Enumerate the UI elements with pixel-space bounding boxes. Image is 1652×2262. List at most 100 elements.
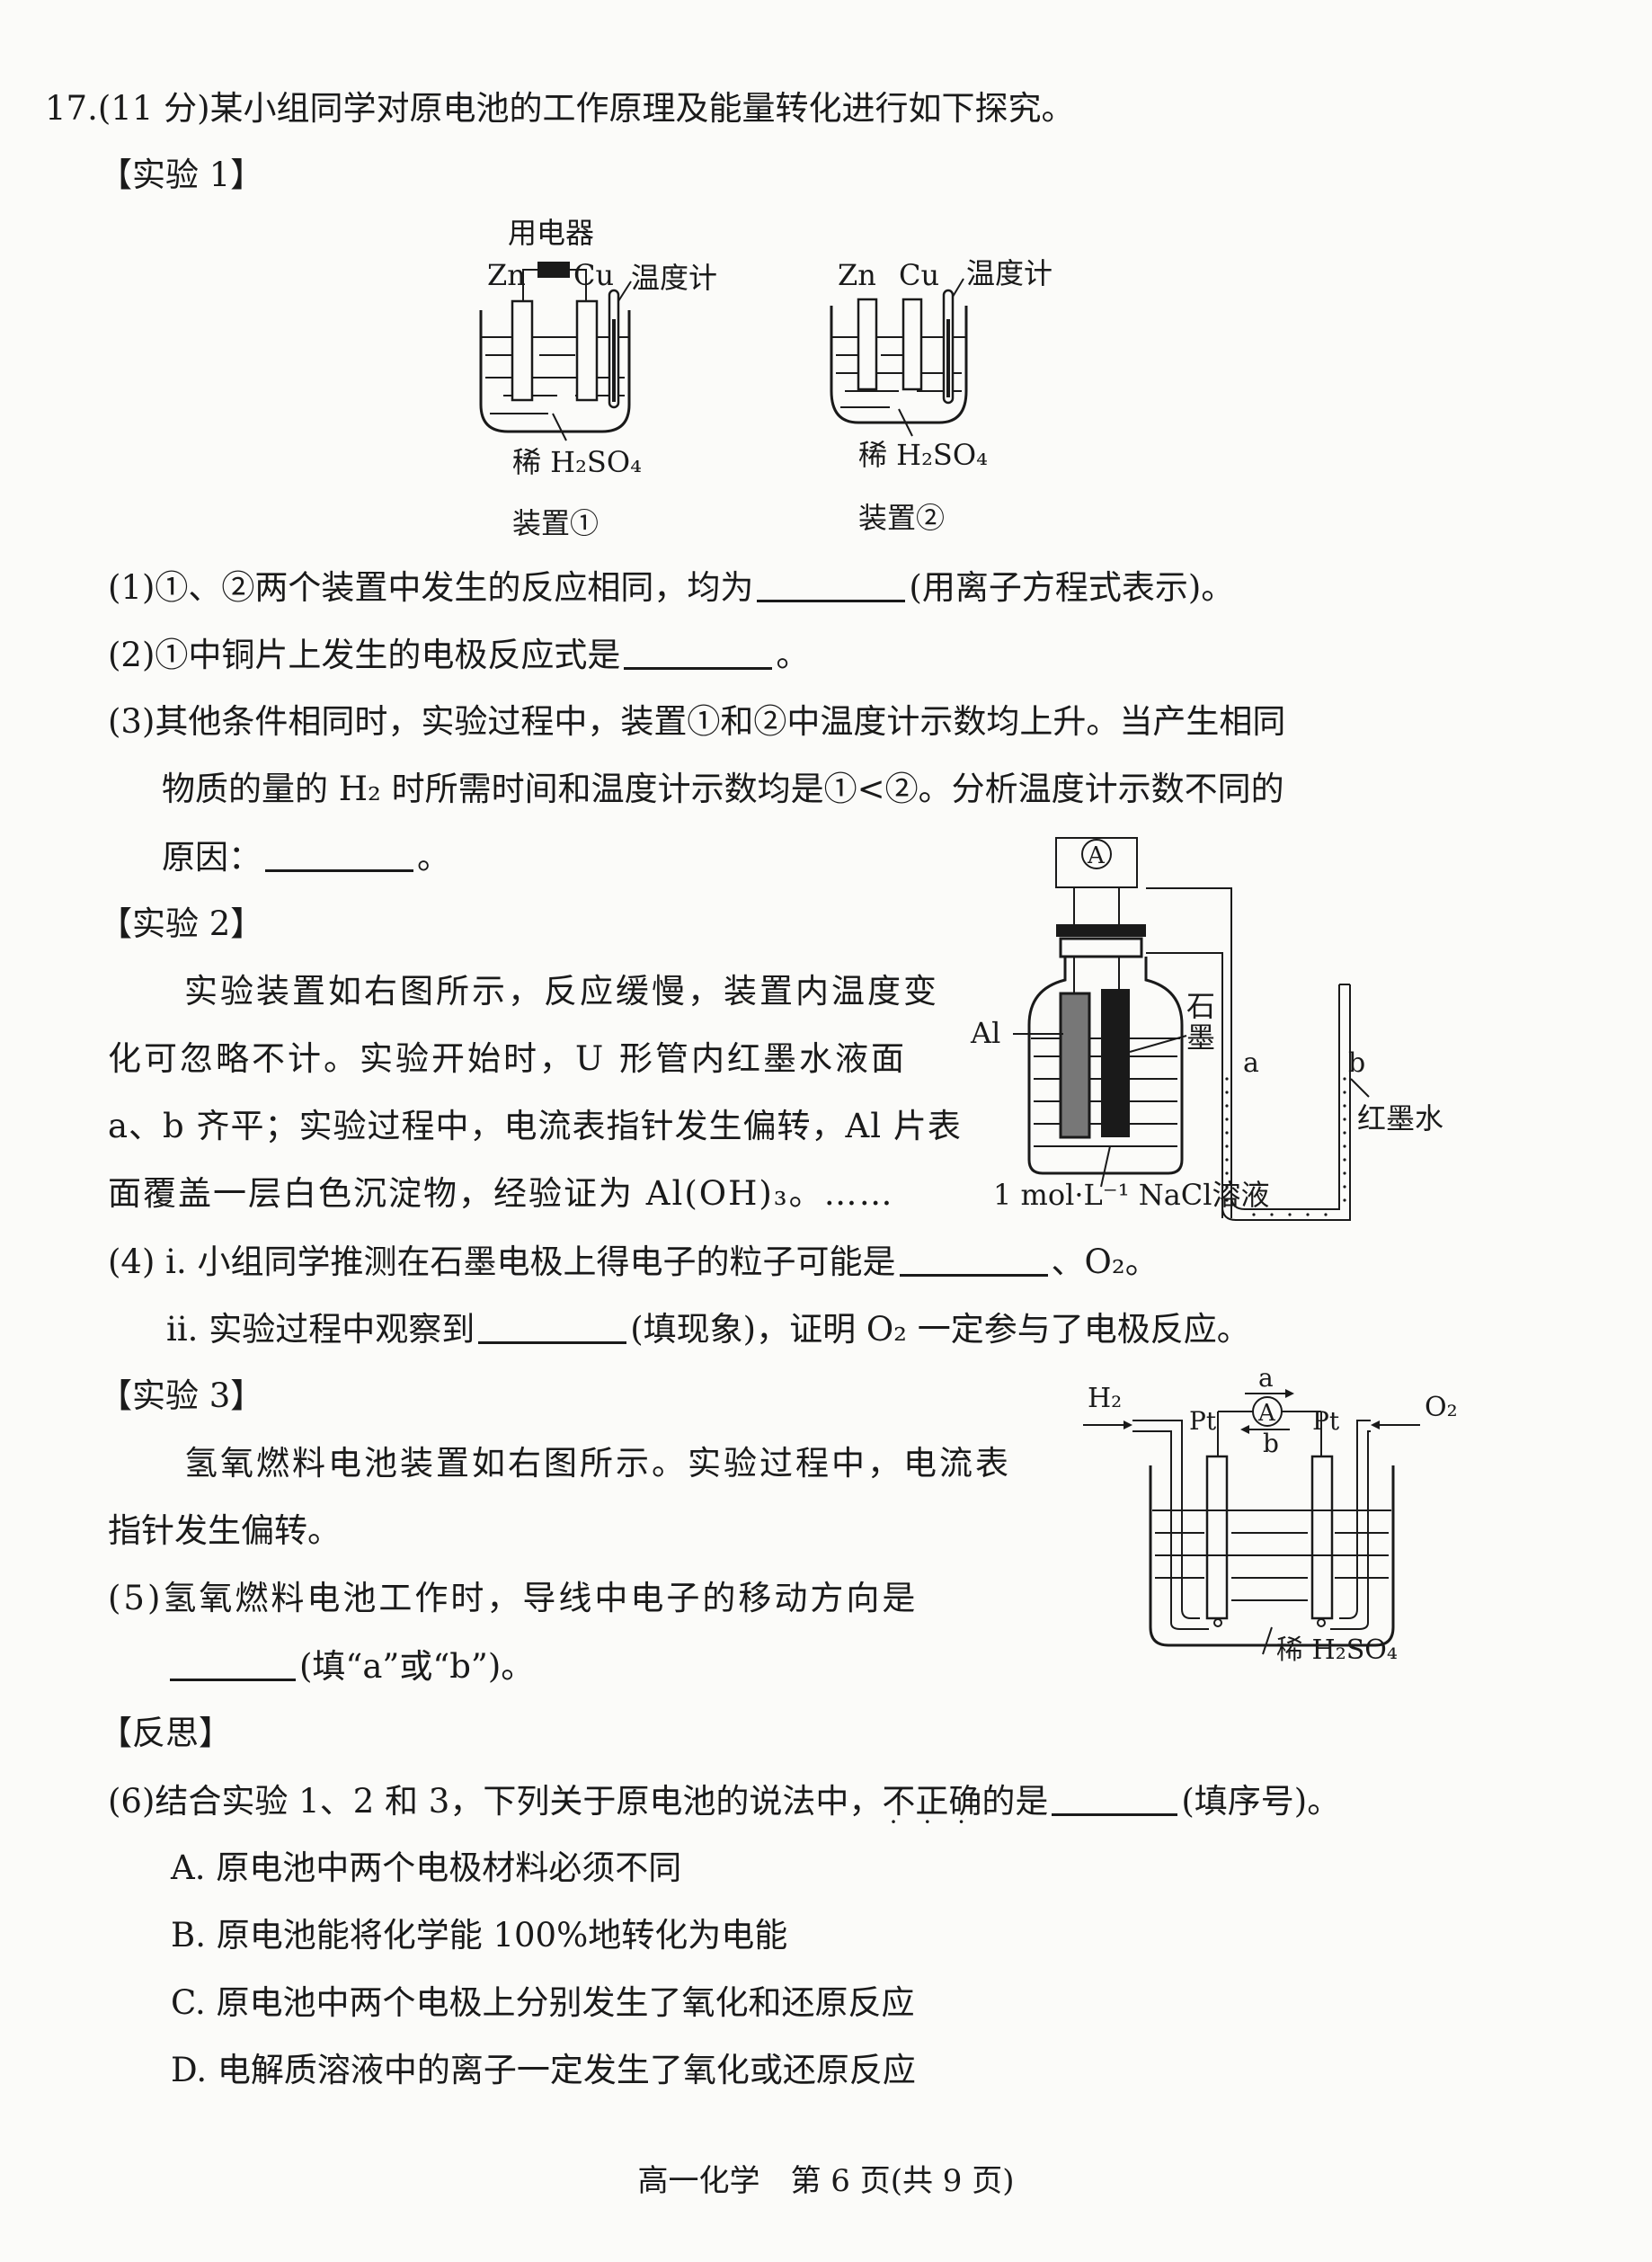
al-electrode [1059, 992, 1091, 1139]
pt-left-electrode [1205, 1455, 1229, 1620]
exp2-line2: 化可忽略不计。实验开始时，U 形管内红墨水液面 [108, 1039, 907, 1078]
q2-answer-blank[interactable] [624, 634, 773, 670]
al-label: Al [970, 1016, 1000, 1050]
zn2-label: Zn [838, 258, 876, 292]
nacl-label: 1 mol·L⁻¹ NaCl溶液 [993, 1178, 1270, 1212]
q3-suffix: 。 [417, 838, 450, 877]
q4-i-text: (4) ⅰ. 小组同学推测在石墨电极上得电子的粒子可能是 [108, 1242, 896, 1281]
q6-text: (6)结合实验 1、2 和 3，下列关于原电池的说法中， [108, 1782, 883, 1821]
q4-i-line: (4) ⅰ. 小组同学推测在石墨电极上得电子的粒子可能是 、O₂。 [108, 1241, 1159, 1283]
solution1-label: 稀 H₂SO₄ [512, 445, 642, 479]
direction-a-label: a [1258, 1363, 1274, 1393]
thermometer2-label: 温度计 [966, 256, 1052, 290]
question-intro: (11 分)某小组同学对原电池的工作原理及能量转化进行如下探究。 [97, 89, 1075, 128]
label-b: b [1348, 1047, 1365, 1079]
q2-text: (2)①中铜片上发生的电极反应式是 [108, 636, 621, 674]
q3-reason-label: 原因： [162, 838, 262, 877]
q1-line: (1)①、②两个装置中发生的反应相同，均为 (用离子方程式表示)。 [108, 566, 1234, 609]
cu2-electrode [901, 298, 923, 391]
page-footer: 高一化学 第 6 页(共 9 页) [637, 2163, 1015, 2199]
q4-ii-answer-blank[interactable] [478, 1308, 627, 1344]
question-number: 17. [45, 89, 98, 128]
beaker2 [830, 306, 968, 424]
q3-line1: (3)其他条件相同时，实验过程中，装置①和②中温度计示数均上升。当产生相同 [108, 702, 1286, 741]
device1-caption: 装置① [512, 506, 599, 540]
device1: 用电器 Zn Cu 温度计 稀 H₂SO₄ 装置① [479, 216, 717, 540]
exp3-line2: 指针发生偏转。 [108, 1511, 341, 1550]
wire-left [522, 269, 537, 301]
solution2-label: 稀 H₂SO₄ [858, 438, 988, 472]
stopper [1059, 937, 1143, 958]
q4-ii-suffix: (填现象)，证明 O₂ 一定参与了电极反应。 [630, 1310, 1250, 1349]
graphite-label-1: 石 [1186, 989, 1215, 1023]
q5-line1: (5)氢氧燃料电池工作时，导线中电子的移动方向是 [108, 1579, 919, 1617]
thermometer1-label: 温度计 [631, 261, 717, 295]
zn-label: Zn [487, 258, 526, 292]
q2-line: (2)①中铜片上发生的电极反应式是 。 [108, 634, 809, 676]
exp3-diagram: H₂ O₂ A a b Pt Pt 稀 H₂SO₄ [1083, 1363, 1458, 1666]
wire-right [570, 269, 587, 301]
graphite-label-2: 墨 [1186, 1020, 1215, 1055]
h2-label: H₂ [1088, 1383, 1122, 1414]
zn2-electrode [857, 298, 878, 391]
q6-suffix: (填序号)。 [1181, 1782, 1341, 1821]
q4-ii-line: ⅱ. 实验过程中观察到 (填现象)，证明 O₂ 一定参与了电极反应。 [166, 1308, 1250, 1350]
q6-answer-blank[interactable] [1052, 1780, 1178, 1816]
q4-i-answer-blank[interactable] [899, 1241, 1048, 1277]
exp3-heading: 【实验 3】 [99, 1376, 264, 1415]
q1-suffix: (用离子方程式表示)。 [909, 568, 1235, 607]
device2: Zn Cu 温度计 稀 H₂SO₄ 装置② [830, 256, 1052, 535]
beaker3 [1149, 1465, 1395, 1647]
q6-option-d: D. 电解质溶液中的离子一定发生了氧化或还原反应 [171, 2051, 916, 2089]
direction-b-label: b [1263, 1429, 1279, 1458]
exp1-heading: 【实验 1】 [99, 156, 264, 194]
q3-line3: 原因： 。 [162, 836, 450, 878]
q6-option-b: B. 原电池能将化学能 100%地转化为电能 [171, 1916, 788, 1955]
reflect-heading: 【反思】 [99, 1714, 232, 1752]
q6-line: (6)结合实验 1、2 和 3，下列关于原电池的说法中，不正确的是 (填序号)。 [108, 1780, 1340, 1822]
device2-caption: 装置② [858, 501, 945, 535]
q1-answer-blank[interactable] [757, 566, 906, 602]
q4-ii-text: ⅱ. 实验过程中观察到 [166, 1310, 475, 1349]
exp2-diagram: A Al 石 墨 a b 红墨水 1 mol·L⁻¹ NaCl溶液 [970, 837, 1443, 1221]
cu-electrode [575, 299, 599, 402]
stopper-top [1056, 924, 1146, 937]
question-line: 17.(11 分)某小组同学对原电池的工作原理及能量转化进行如下探究。 [45, 88, 1075, 129]
red-ink-label: 红墨水 [1357, 1101, 1443, 1135]
cu2-label: Cu [899, 258, 939, 292]
beaker1 [479, 310, 631, 433]
label-a: a [1243, 1047, 1259, 1079]
exp2-line4: 面覆盖一层白色沉淀物，经验证为 Al(OH)₃。…… [108, 1174, 894, 1213]
solution3-label: 稀 H₂SO₄ [1276, 1634, 1398, 1666]
ammeter-label: A [1087, 842, 1106, 869]
q1-text: (1)①、②两个装置中发生的反应相同，均为 [108, 568, 754, 607]
q2-suffix: 。 [776, 636, 810, 674]
zn-electrode [511, 299, 534, 402]
q5-suffix: (填“a”或“b”)。 [299, 1647, 535, 1686]
bottle [1027, 957, 1184, 1175]
appliance-label: 用电器 [508, 216, 594, 250]
q6-mid: 的是 [981, 1782, 1049, 1821]
q3-answer-blank[interactable] [265, 836, 413, 872]
q4-i-suffix: 、O₂。 [1051, 1242, 1159, 1281]
q6-option-a: A. 原电池中两个电极材料必须不同 [171, 1848, 682, 1887]
o2-label: O₂ [1425, 1392, 1458, 1423]
pt-left-label: Pt [1189, 1406, 1217, 1436]
pt-right-electrode [1310, 1455, 1334, 1620]
graphite-electrode [1101, 989, 1130, 1137]
ammeter-circle [1081, 839, 1112, 869]
exp2-heading: 【实验 2】 [99, 904, 264, 943]
ammeter3-label: A [1257, 1400, 1276, 1427]
ammeter-box [1055, 837, 1138, 888]
exp3-line1: 氢氧燃料电池装置如右图所示。实验过程中，电流表 [184, 1444, 1011, 1483]
exp1-diagram: 用电器 Zn Cu 温度计 稀 H₂SO₄ 装置① Zn Cu [479, 216, 1052, 540]
q5-answer-blank[interactable] [170, 1645, 296, 1681]
q6-emphasis: 不正确 [882, 1782, 981, 1821]
q3-line2: 物质的量的 H₂ 时所需时间和温度计示数均是①<②。分析温度计示数不同的 [162, 770, 1284, 808]
exp2-line1: 实验装置如右图所示，反应缓慢，装置内温度变 [184, 972, 939, 1011]
appliance-box [537, 262, 570, 278]
q5-line2: (填“a”或“b”)。 [166, 1645, 534, 1688]
cu-label: Cu [573, 258, 614, 292]
pt-right-label: Pt [1312, 1406, 1340, 1436]
q6-option-c: C. 原电池中两个电极上分别发生了氧化和还原反应 [171, 1983, 915, 2022]
